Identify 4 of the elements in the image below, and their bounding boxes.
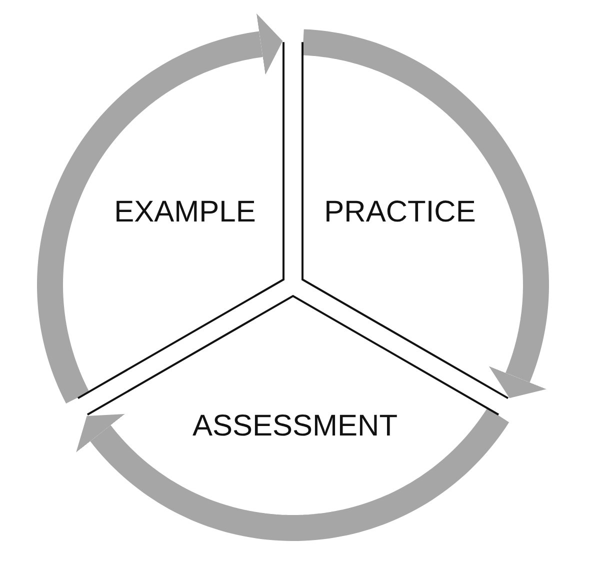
sector-label: PRACTICE [324, 196, 476, 228]
sector-label: EXAMPLE [114, 196, 256, 228]
cycle-arrow [76, 407, 510, 541]
sector-label: ASSESSMENT [192, 410, 398, 442]
